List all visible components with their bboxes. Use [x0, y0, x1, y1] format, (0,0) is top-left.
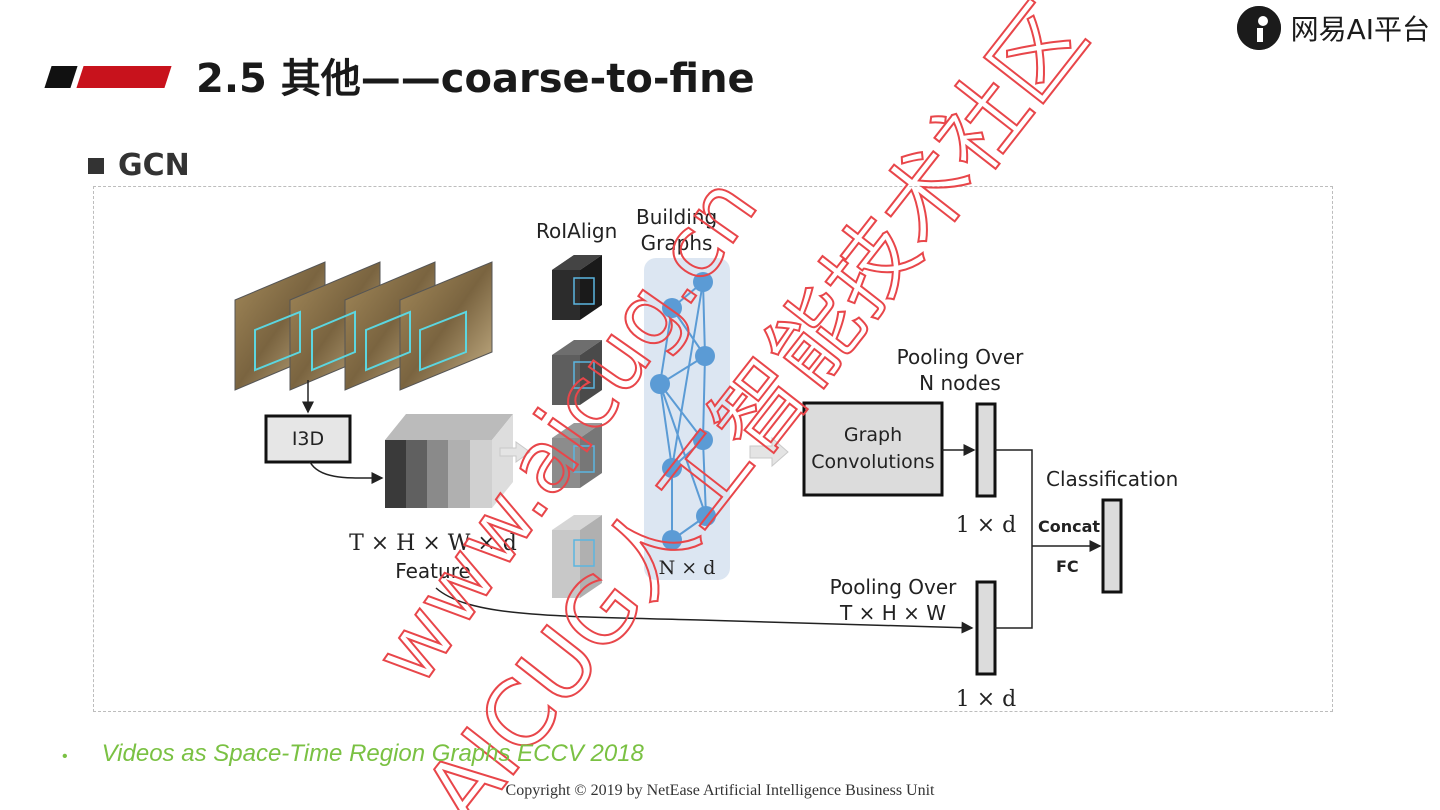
building-graphs-label: Building Graphs: [636, 204, 717, 256]
arrow-i3d-to-feature: [310, 462, 382, 478]
graph-node: [662, 458, 682, 478]
graph-dims-label: N × d: [644, 556, 730, 581]
graph-node: [693, 430, 713, 450]
feature-volume: [385, 414, 513, 508]
reference-citation: • Videos as Space-Time Region Graphs ECCV…: [62, 740, 644, 768]
feature-dims-label: T × H × W × d: [340, 530, 526, 559]
reference-bullet: •: [62, 748, 68, 765]
pool-thw-label: Pooling Over T × H × W: [818, 574, 968, 626]
roialign-blocks: [552, 255, 602, 598]
hollow-arrow-graph-to-gcn: [750, 438, 788, 466]
graph-node: [662, 530, 682, 550]
feature-label: Feature: [340, 558, 526, 584]
pool-nodes-label: Pooling Over N nodes: [880, 344, 1040, 396]
concat-label: Concat: [1038, 517, 1100, 536]
roialign-label: RoIAlign: [536, 218, 617, 244]
fc-label: FC: [1056, 557, 1079, 576]
video-frames: [235, 262, 492, 390]
graph-node: [650, 374, 670, 394]
graph-convolutions-label: Graph Convolutions: [804, 403, 942, 495]
graph-node: [662, 298, 682, 318]
graph-node: [696, 506, 716, 526]
pool-thw-bar: [977, 582, 995, 674]
reference-text: Videos as Space-Time Region Graphs ECCV …: [102, 740, 644, 767]
pool-thw-dims: 1 × d: [936, 686, 1036, 715]
classification-bar: [1103, 500, 1121, 592]
graph-node: [695, 346, 715, 366]
pool-nodes-dims: 1 × d: [936, 512, 1036, 541]
copyright-footer: Copyright © 2019 by NetEase Artificial I…: [0, 782, 1440, 800]
classification-label: Classification: [1046, 466, 1178, 492]
pool-nodes-bar: [977, 404, 995, 496]
i3d-label: I3D: [266, 416, 350, 462]
graph-node: [693, 272, 713, 292]
